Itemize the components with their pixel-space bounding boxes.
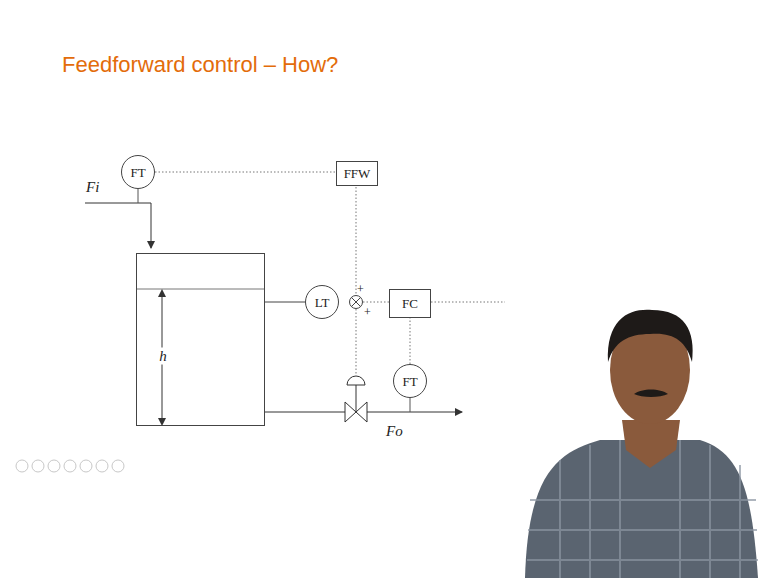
valve-body [356,402,367,422]
setpoint-signal [431,302,505,303]
presenter-figure [525,310,758,578]
node-label: LT [315,296,330,309]
valve-body [345,402,356,422]
dimension-arrowhead [158,289,166,297]
tank-vessel: h [136,253,265,426]
signal-line [155,172,336,173]
summing-junction [350,296,363,309]
outlet-pipe [367,412,462,413]
sign-label: + [357,283,364,295]
feedforward-signal [356,187,357,295]
signal-line [410,318,411,364]
valve-stem [356,385,357,412]
inlet-pipe [85,203,151,248]
player-controls [16,460,124,472]
summing-junction-cross [352,298,361,307]
valve-actuator [347,376,365,385]
node-label: FFW [344,167,371,180]
transmitter-tap [410,398,411,412]
node-label: FT [402,375,417,388]
dimension-arrowhead [158,418,166,426]
sign-label: + [364,306,371,318]
node-label: FC [402,297,418,310]
flow-transmitter: FT [393,364,427,398]
flow-controller: FC [389,289,431,318]
slide-title: Feedforward control – How? [62,52,338,78]
node-label: h [157,348,169,365]
inlet-flow-label: Fi [86,180,99,195]
valve-signal [356,309,357,375]
level-transmitter: LT [305,285,339,319]
node-label: FT [130,166,145,179]
transmitter-tap [138,189,139,203]
feedback-signal [363,302,389,303]
outlet-flow-label: Fo [386,424,403,439]
liquid-level [136,289,265,290]
outlet-pipe [265,412,345,413]
feedforward-controller: FFW [336,161,378,186]
flow-transmitter: FT [121,155,155,189]
process-line [265,302,305,303]
summing-junction-cross [352,298,361,307]
